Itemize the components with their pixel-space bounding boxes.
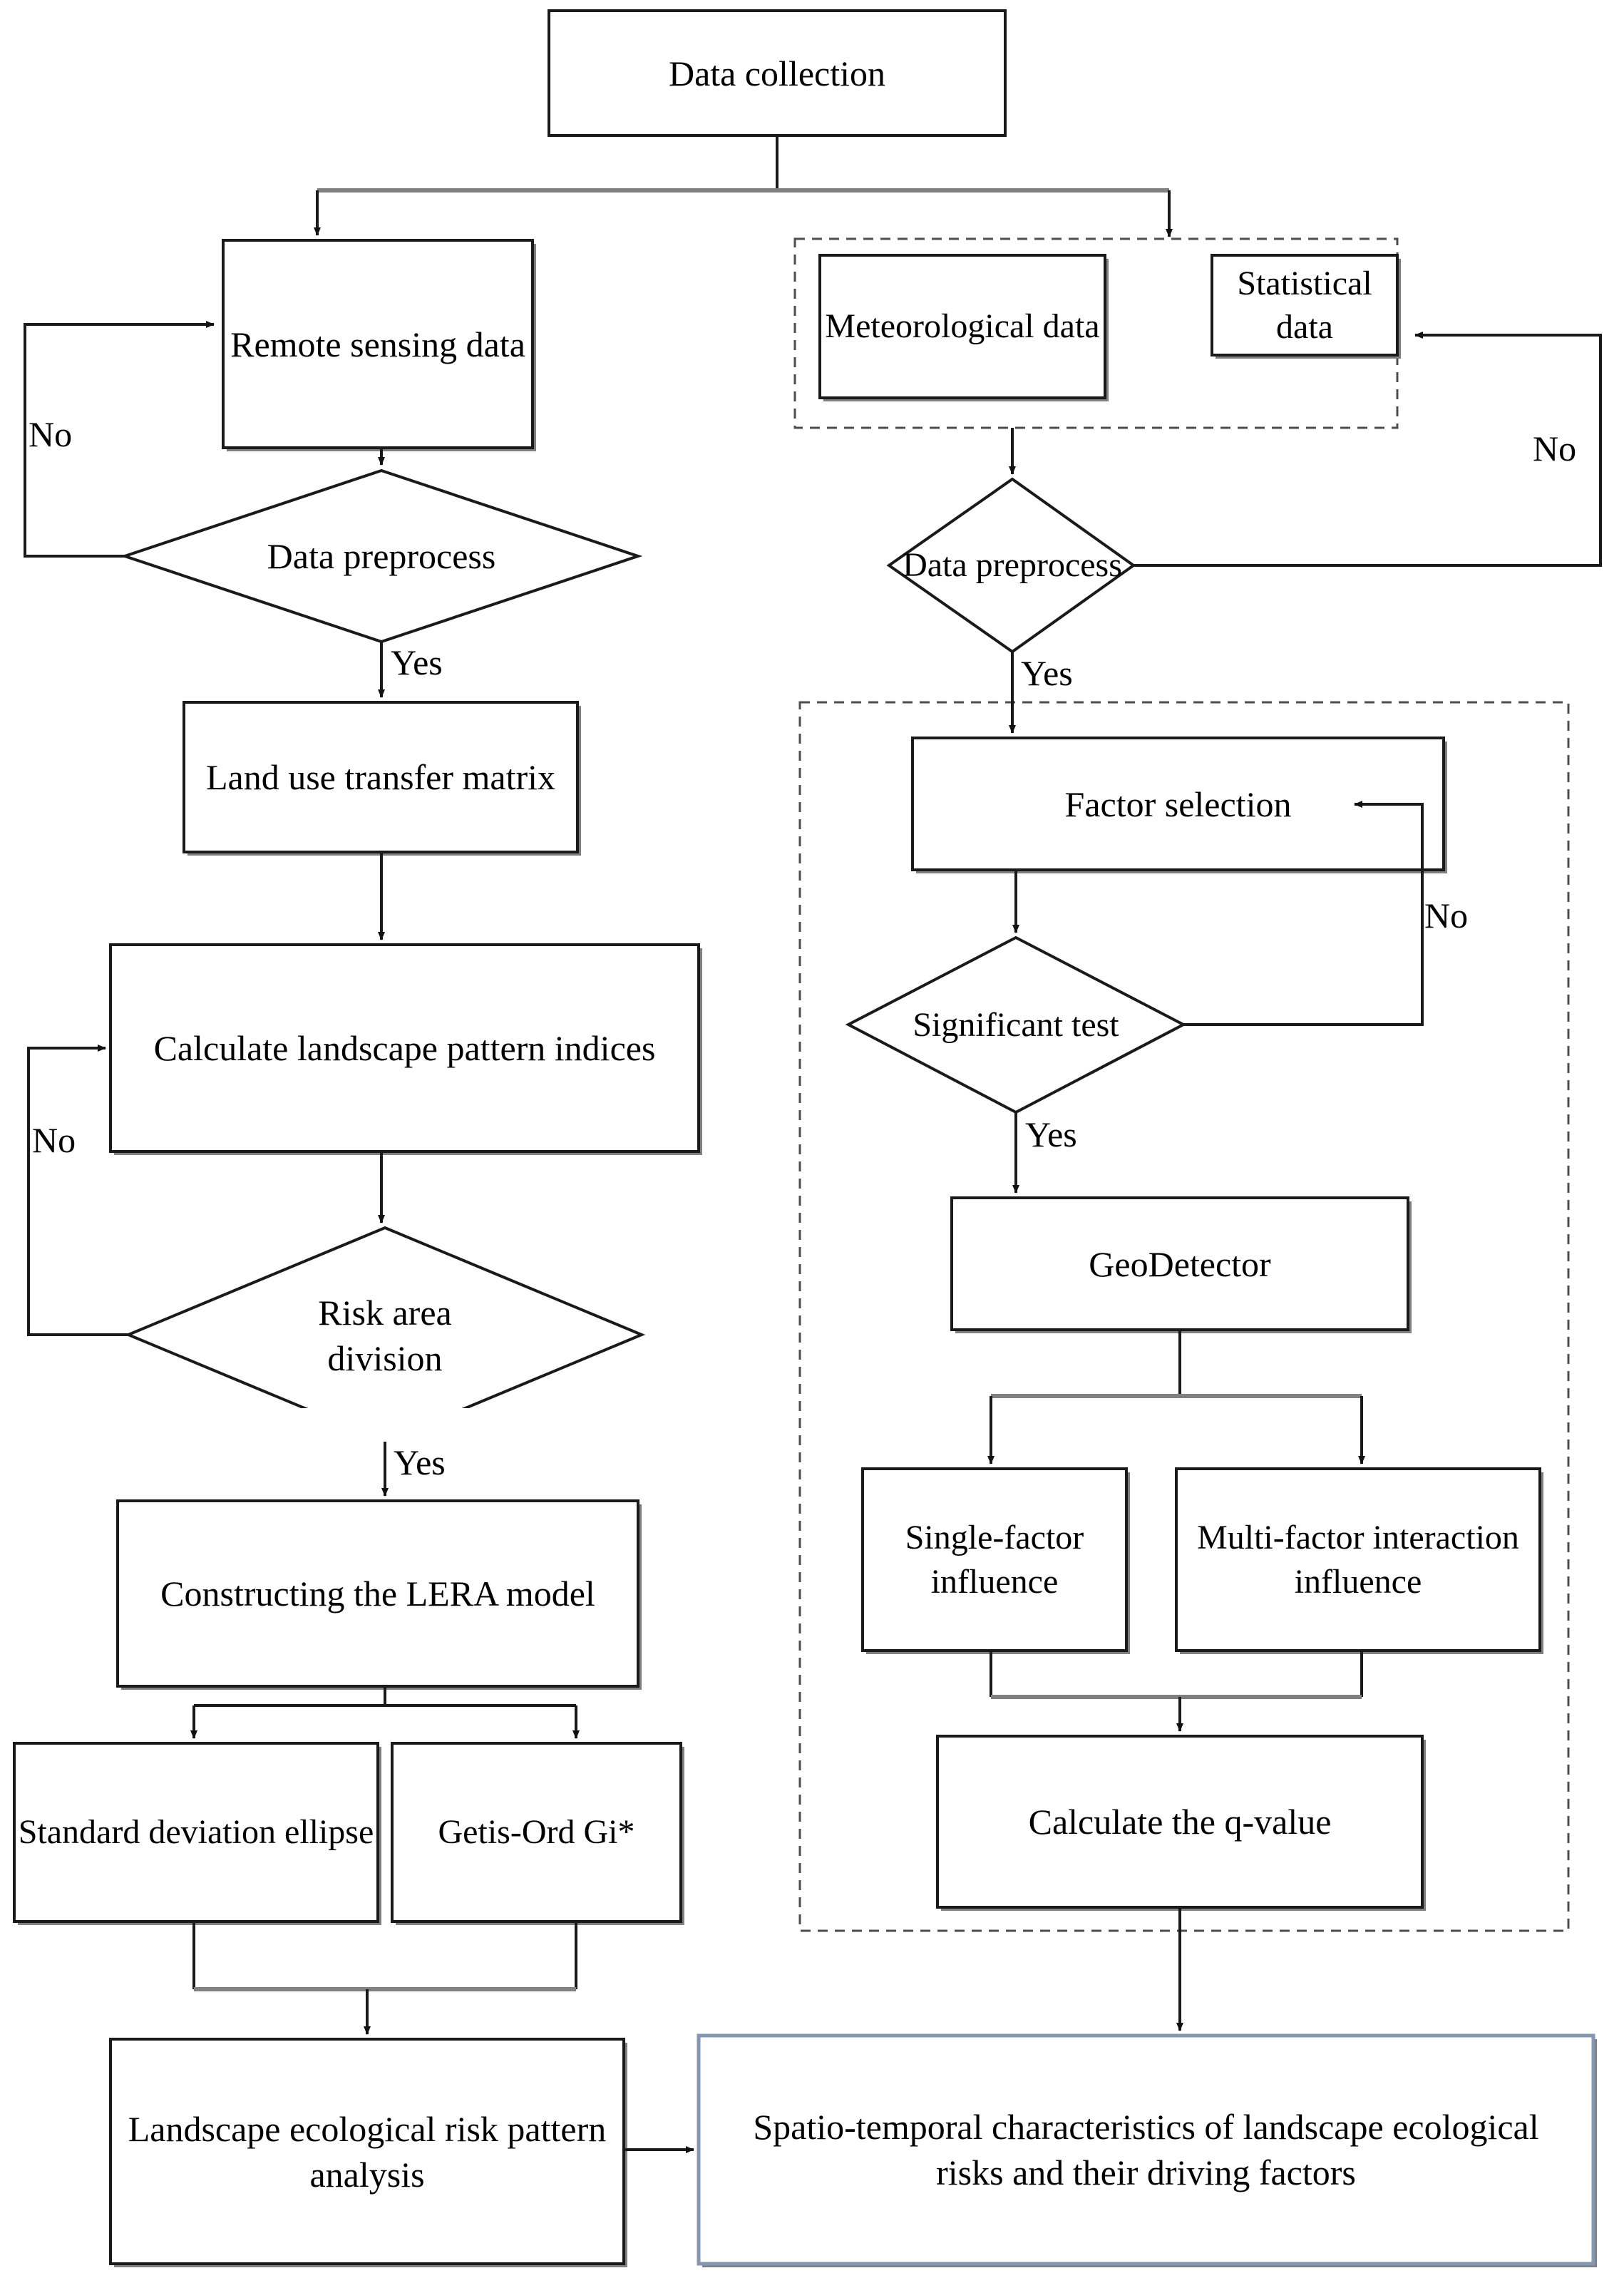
box-remote-sensing-data [222, 239, 534, 449]
edge-significant-no-loop [1183, 801, 1424, 1026]
edge-label-no-left-risk-area: No [32, 1120, 76, 1160]
edge-label-yes-left-preprocess: Yes [391, 642, 443, 682]
edge-riskarea-no-loop [27, 1045, 128, 1336]
box-statistical-data [1211, 254, 1399, 356]
box-spatio-temporal-result [697, 2033, 1595, 2266]
box-data-collection [548, 9, 1007, 137]
box-geodetector [950, 1196, 1409, 1331]
box-land-use-transfer-matrix [183, 701, 579, 853]
box-standard-deviation-ellipse [13, 1742, 379, 1923]
box-landscape-risk-pattern-analysis [109, 2038, 625, 2265]
box-meteorological-data [818, 254, 1106, 399]
box-calculate-landscape-indices [109, 943, 700, 1153]
edge-label-no-right-significant: No [1424, 896, 1469, 935]
box-constructing-lera-model-final [116, 1499, 639, 1688]
diamond-data-preprocess-left [120, 468, 643, 644]
edge-label-no-left-preprocess: No [29, 414, 73, 454]
box-getis-ord-gi [391, 1742, 682, 1923]
edge-label-yes-right-preprocess: Yes [1021, 653, 1073, 693]
edge-preprocess-right-no-loop [1134, 332, 1602, 567]
edge-label-yes-left-risk-area: Yes [394, 1442, 446, 1482]
box-single-factor-influence [861, 1467, 1128, 1652]
diamond-data-preprocess-right [886, 477, 1136, 654]
dashed-group-driving-factor [798, 701, 1570, 1932]
edge-label-no-right-preprocess: No [1533, 429, 1577, 468]
diamond-significant-test [845, 935, 1187, 1114]
box-multi-factor-interaction [1175, 1467, 1541, 1652]
edge-label-yes-right-significant: Yes [1025, 1114, 1077, 1154]
edge-preprocess-no-loop-left [24, 321, 215, 558]
box-calculate-q-value [936, 1735, 1424, 1909]
